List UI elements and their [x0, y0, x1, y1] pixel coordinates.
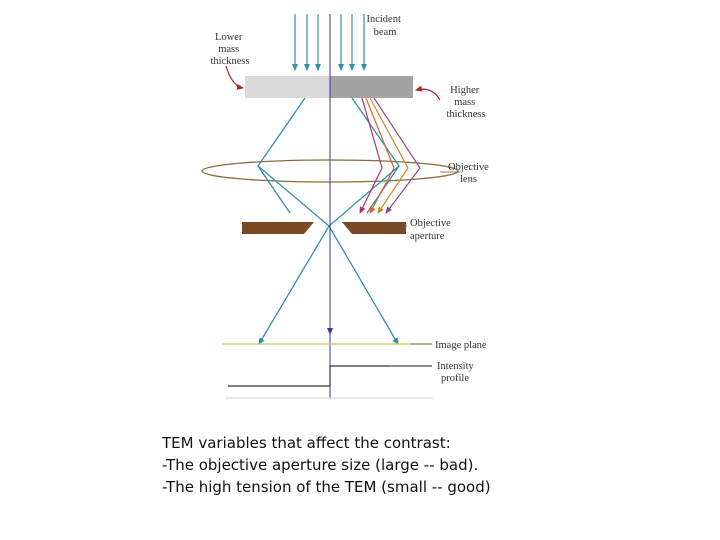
incident-beam-rays — [292, 14, 367, 71]
objective-lens-label: Objective lens — [448, 162, 491, 185]
lower-mass-thickness-block — [245, 76, 330, 98]
tem-contrast-diagram: Incident beam Lower mass thickness Highe… — [201, 14, 491, 399]
higher-mass-thickness-label: Higher mass thickness — [446, 85, 485, 120]
unscattered-beam-paths — [257, 97, 400, 345]
image-plane-label: Image plane — [435, 340, 487, 351]
caption-line-aperture: -The objective aperture size (large -- b… — [162, 456, 479, 474]
higher-mass-thickness-block — [330, 76, 413, 98]
lower-mass-thickness-label: Lower mass thickness — [210, 32, 249, 67]
scattered-rays — [359, 97, 421, 214]
objective-aperture-right — [342, 222, 406, 234]
incident-beam-label: Incident beam — [366, 14, 403, 38]
higher-mass-pointer — [415, 85, 441, 101]
caption-block: TEM variables that affect the contrast: … — [162, 432, 702, 498]
caption-line-tension: -The high tension of the TEM (small -- g… — [162, 478, 491, 496]
intensity-profile-label: Intensity profile — [437, 361, 476, 384]
caption-heading: TEM variables that affect the contrast: — [162, 434, 451, 452]
intensity-profile-graph — [228, 365, 432, 387]
objective-aperture-left — [242, 222, 314, 234]
objective-aperture-label: Objective aperture — [410, 218, 453, 242]
lower-mass-pointer — [225, 65, 244, 90]
